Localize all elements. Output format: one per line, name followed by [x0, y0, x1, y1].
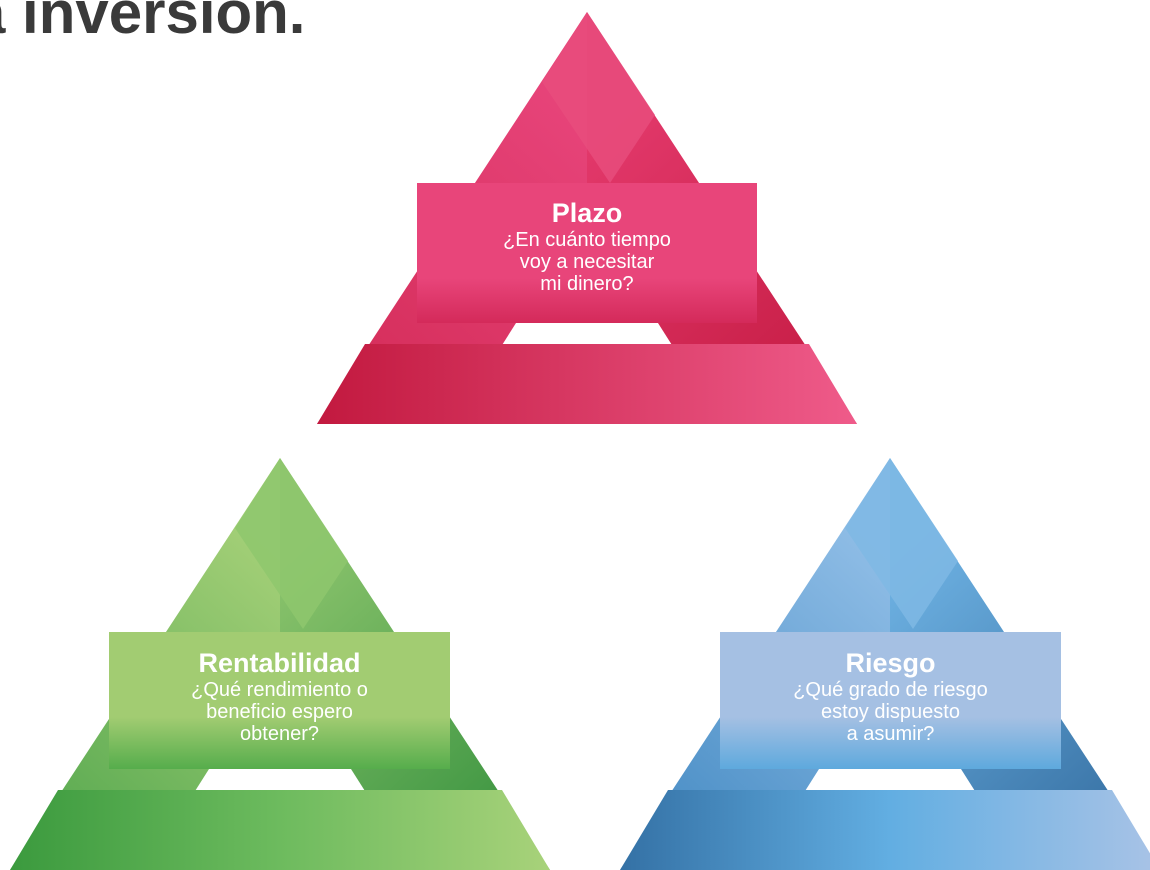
rentabilidad-question-line: beneficio espero — [206, 701, 353, 723]
riesgo-base-band — [620, 790, 1150, 870]
plazo-question-line: ¿En cuánto tiempo — [503, 229, 671, 251]
plazo-fold — [542, 12, 655, 183]
rentabilidad-question-line: ¿Qué rendimiento o — [191, 679, 368, 701]
rentabilidad-label: Rentabilidad ¿Qué rendimiento o benefici… — [109, 632, 450, 769]
riesgo-heading: Riesgo — [845, 648, 936, 678]
riesgo-label: Riesgo ¿Qué grado de riesgo estoy dispue… — [720, 632, 1061, 769]
riesgo-question-line: ¿Qué grado de riesgo — [793, 679, 988, 701]
rentabilidad-fold — [235, 458, 348, 629]
plazo-label: Plazo ¿En cuánto tiempo voy a necesitar … — [417, 183, 757, 323]
plazo-base-band — [317, 344, 857, 424]
page-title: a inversión. — [0, 0, 306, 46]
riesgo-triangle-shape — [620, 458, 1150, 870]
riesgo-fold — [845, 458, 958, 629]
riesgo-question-line: a asumir? — [846, 723, 935, 745]
plazo-question-line: mi dinero? — [540, 273, 634, 295]
rentabilidad-question-line: obtener? — [240, 723, 319, 745]
rentabilidad-heading: Rentabilidad — [198, 648, 361, 678]
rentabilidad-base-band — [10, 790, 550, 870]
riesgo-question-line: estoy dispuesto — [821, 701, 960, 723]
plazo-heading: Plazo — [551, 198, 623, 228]
plazo-question-line: voy a necesitar — [519, 251, 655, 273]
